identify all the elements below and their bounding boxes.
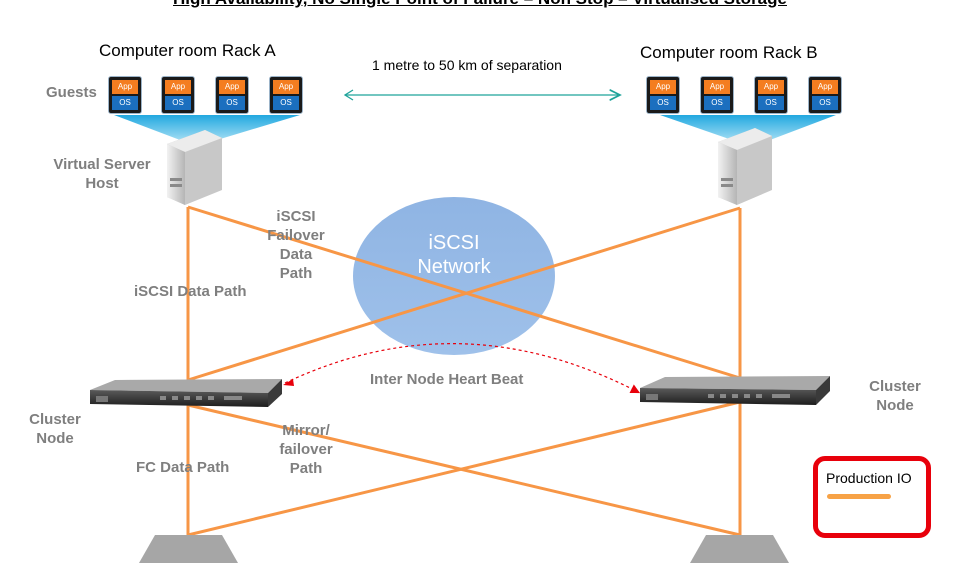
storage-right	[690, 535, 789, 563]
cluster-node-left-line2: Node	[36, 430, 74, 447]
iscsi-failover-line3: Data	[279, 246, 313, 263]
vm-app-label: App	[704, 80, 730, 94]
production-paths	[186, 205, 742, 537]
cluster-node-appliance-right	[640, 376, 830, 405]
mirror-failover-path-label: Mirror/ failover Path	[262, 421, 350, 478]
mirror-line1: Mirror/	[282, 422, 330, 439]
guests-fan-right	[660, 115, 836, 140]
storage-left	[139, 535, 238, 563]
vm-app-label: App	[165, 80, 191, 94]
production-io-label: Production IO	[826, 470, 912, 486]
diagram-title: High Availability, No Single Point of Fa…	[0, 0, 960, 9]
cluster-node-left-label: Cluster Node	[20, 410, 90, 448]
vm-app-label: App	[112, 80, 138, 94]
separation-label: 1 metre to 50 km of separation	[372, 57, 562, 73]
heartbeat-label: Inter Node Heart Beat	[370, 371, 524, 388]
iscsi-data-path-label: iSCSI Data Path	[134, 283, 247, 300]
rack-b-label: Computer room Rack B	[640, 43, 818, 62]
iscsi-network-line2: Network	[417, 256, 491, 278]
iscsi-network-label: iSCSI Network	[384, 231, 524, 279]
heartbeat-arrow-start	[283, 379, 294, 386]
iscsi-failover-line2: Failover	[267, 227, 325, 244]
server-host-left	[167, 130, 222, 205]
fc-data-path-label: FC Data Path	[136, 459, 230, 476]
vm-app-label: App	[812, 80, 838, 94]
mirror-line3: Path	[289, 460, 323, 477]
vm-os-label: OS	[704, 96, 730, 110]
guests-label: Guests	[46, 84, 97, 101]
vm-os-label: OS	[273, 96, 299, 110]
server-host-right	[718, 128, 772, 205]
cluster-node-appliance-left	[90, 379, 282, 407]
mirror-line2: failover	[279, 441, 333, 458]
guests-fan-left	[114, 115, 300, 140]
virtual-server-host-line2: Host	[85, 175, 119, 192]
heartbeat-arc	[284, 343, 641, 394]
vm-app-label: App	[273, 80, 299, 94]
cluster-node-right-line2: Node	[876, 397, 914, 414]
production-io-swatch	[827, 494, 891, 499]
vm-app-label: App	[650, 80, 676, 94]
vm-os-label: OS	[758, 96, 784, 110]
vm-os-label: OS	[112, 96, 138, 110]
separation-arrow-start	[343, 89, 354, 101]
cluster-node-left-line1: Cluster	[29, 411, 81, 428]
virtual-server-host-label: Virtual Server Host	[40, 155, 164, 193]
vm-app-label: App	[758, 80, 784, 94]
iscsi-failover-line1: iSCSI	[276, 208, 316, 225]
cluster-node-right-label: Cluster Node	[858, 377, 932, 415]
iscsi-network-cloud	[353, 197, 555, 355]
iscsi-network-line1: iSCSI	[428, 232, 480, 254]
vm-os-label: OS	[812, 96, 838, 110]
vm-os-label: OS	[165, 96, 191, 110]
rack-a-label: Computer room Rack A	[99, 41, 276, 60]
iscsi-failover-line4: Path	[279, 265, 313, 282]
vm-os-label: OS	[219, 96, 245, 110]
vm-os-label: OS	[650, 96, 676, 110]
production-io-legend: Production IO	[813, 456, 931, 538]
iscsi-failover-path-label: iSCSI Failover Data Path	[250, 207, 342, 283]
virtual-server-host-line1: Virtual Server	[53, 156, 151, 173]
cluster-node-right-line1: Cluster	[869, 378, 921, 395]
vm-app-label: App	[219, 80, 245, 94]
